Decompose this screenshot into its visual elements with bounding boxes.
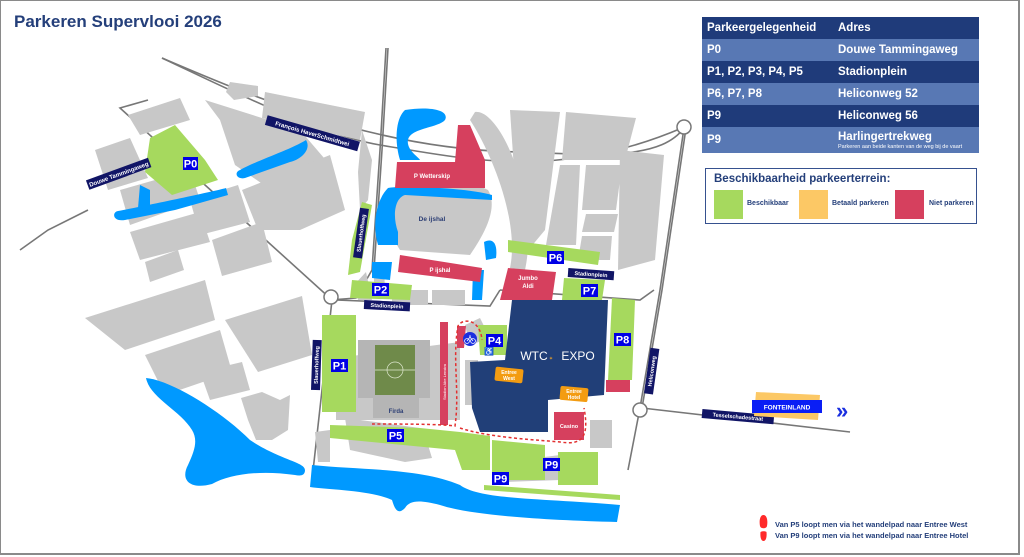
footprint-icon [759, 515, 768, 541]
legend-label-no-parking: Niet parkeren [929, 200, 974, 207]
label-entree-hotel-1: Entree [566, 389, 582, 395]
street-label-slauerhoff-bottom: Slauerhoffweg [314, 346, 321, 384]
street-label-tesselschadestraat: Tesselschadestraat [712, 412, 763, 422]
parking-address-table: Parkeergelegenheid Adres P0 Douwe Tammin… [702, 17, 979, 153]
label-expo: EXPO [561, 349, 594, 363]
table-row: P9 Harlingertrekweg Parkeren aan beide k… [702, 127, 979, 153]
table-row: P0 Douwe Tammingaweg [702, 39, 979, 61]
parking-label-p0: P0 [184, 159, 197, 171]
wheelchair-icon: ♿ [484, 346, 494, 356]
roundabout-north-east [676, 119, 692, 135]
walking-paths [371, 320, 587, 444]
no-parking-abe-lenstra [440, 322, 448, 425]
legend-swatch-paid [799, 190, 828, 219]
water [114, 108, 620, 522]
parking-label-p2: P2 [374, 285, 387, 297]
table-cell-lots: P9 [707, 110, 722, 122]
note-p9: Van P9 loopt men via het wandelpad naar … [775, 531, 969, 540]
table-cell-note: Parkeren aan beide kanten van de weg bij… [838, 143, 963, 150]
table-cell-address: Stadionplein [838, 66, 907, 78]
table-cell-address: Heliconweg 56 [838, 110, 918, 122]
table-header-row: Parkeergelegenheid Adres [702, 17, 979, 39]
table-cell-lots: P0 [707, 44, 722, 56]
stadium [358, 340, 430, 418]
legend-label-paid: Betaald parkeren [832, 200, 889, 207]
roundabout-east [632, 402, 648, 418]
wtc-expo-building [470, 300, 608, 432]
label-casino: Casino [560, 424, 579, 430]
parking-area-p0 [145, 125, 218, 195]
table-cell-address: Douwe Tammingaweg [838, 44, 958, 56]
table-header-address: Adres [838, 22, 871, 34]
table-row: P1, P2, P3, P4, P5 Stadionplein [702, 61, 979, 83]
parking-area-p9-strip [484, 485, 620, 500]
label-wtc: WTC [520, 349, 548, 363]
availability-legend: Beschikbaarheid parkeerterrein: Beschikb… [705, 168, 977, 224]
parking-area-p9b [558, 452, 598, 485]
label-entree-west-2: West [503, 376, 515, 382]
table-row: P6, P7, P8 Heliconweg 52 [702, 83, 979, 105]
parking-label-p1: P1 [333, 361, 346, 373]
label-firda: Firda [389, 409, 404, 415]
table-header-lots: Parkeergelegenheid [707, 22, 817, 34]
page-title: Parkeren Supervlooi 2026 [14, 12, 222, 31]
parking-label-p5: P5 [389, 431, 402, 443]
table-cell-lots: P1, P2, P3, P4, P5 [707, 66, 803, 78]
legend-label-available: Beschikbaar [747, 200, 789, 207]
street-label-stadionplein-left: Stadionplein [370, 303, 404, 311]
label-wetterskip: P Wetterskip [414, 174, 450, 180]
parking-label-p9-heliconweg: P9 [545, 460, 558, 472]
fonteinland-sign: FONTEINLAND » [752, 392, 848, 423]
label-p-ijshal: P ijshal [430, 268, 451, 274]
legend-title: Beschikbaarheid parkeerterrein: [714, 173, 891, 185]
direction-arrows-icon: » [836, 398, 848, 423]
legend-swatch-available [714, 190, 743, 219]
no-parking-areas [395, 125, 630, 440]
building-blocks [85, 82, 664, 482]
table-cell-lots: P9 [707, 134, 722, 146]
no-parking-ijshal [398, 255, 482, 282]
legend-swatch-no-parking [895, 190, 924, 219]
street-label-heliconweg: Heliconweg [648, 356, 658, 387]
table-cell-lots: P6, P7, P8 [707, 88, 762, 100]
parking-labels: P0 P2 P6 P7 P8 P1 P4 P5 P9 P9 [183, 157, 631, 486]
table-cell-address: Harlingertrekweg [838, 130, 932, 143]
roundabout-west [323, 289, 339, 305]
no-parking-p8-bottom [606, 380, 630, 392]
no-parking-jumbo [500, 268, 556, 300]
parking-label-p9-harlinger: P9 [494, 474, 507, 486]
table-row: P9 Heliconweg 56 [702, 105, 979, 127]
bicycle-parking-icon [463, 332, 477, 346]
label-aldi: Aldi [522, 284, 534, 290]
street-label-stadionplein-right: Stadionplein [574, 271, 608, 279]
parking-area-p9a [492, 440, 545, 480]
no-parking-casino [554, 412, 584, 440]
wtc-logo-icon: ✶ [549, 356, 553, 362]
entree-hotel-badge [559, 385, 589, 403]
label-ijshal: De ijshal [419, 216, 446, 223]
parking-area-p5 [330, 425, 490, 470]
no-parking-wetterskip [395, 125, 485, 188]
table-cell-address: Heliconweg 52 [838, 88, 918, 100]
label-entree-west-1: Entree [501, 370, 517, 376]
walking-notes: Van P5 loopt men via het wandelpad naar … [775, 519, 968, 541]
label-fonteinland: FONTEINLAND [764, 405, 811, 412]
label-jumbo: Jumbo [518, 276, 538, 282]
note-p5: Van P5 loopt men via het wandelpad naar … [775, 520, 968, 529]
parking-label-p8: P8 [616, 335, 629, 347]
place-labels: P Wetterskip De ijshal P ijshal Jumbo Al… [389, 174, 595, 430]
parking-label-p4: P4 [488, 336, 502, 348]
street-label-slauerhoff-top: Slauerhoffweg [356, 214, 367, 252]
street-label-abe-lenstra: Stadion Abe Lenstra [442, 363, 447, 400]
label-entree-hotel-2: Hotel [568, 395, 581, 401]
parking-label-p7: P7 [583, 286, 596, 298]
parking-label-p6: P6 [549, 253, 562, 265]
entree-west-badge [494, 366, 524, 384]
